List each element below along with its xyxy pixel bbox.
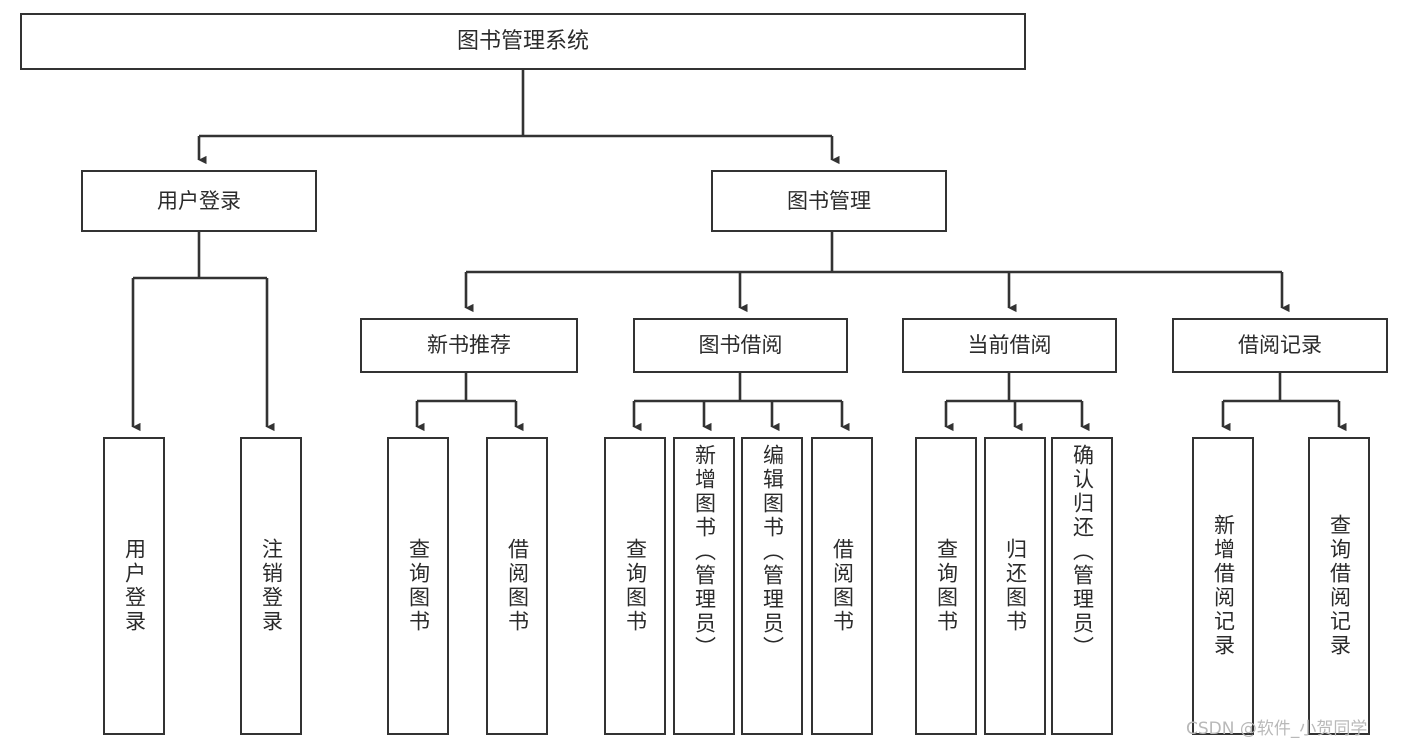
node-leaf-borrow-edit-label: 编辑图书（管理员） [760,444,785,660]
node-user-login[interactable]: 用户登录 [81,170,317,232]
node-leaf-rec-query-label: 查询图书 [406,538,431,634]
node-leaf-cur-confirm-label: 确认归还（管理员） [1070,444,1095,660]
node-leaf-borrow-lend-label: 借阅图书 [830,538,855,634]
node-new-book-rec[interactable]: 新书推荐 [360,318,578,373]
node-leaf-borrow-edit[interactable]: 编辑图书（管理员） [741,437,803,735]
node-current-borrow[interactable]: 当前借阅 [902,318,1117,373]
node-root-label: 图书管理系统 [456,28,589,54]
node-leaf-user-logout-label: 注销登录 [259,538,284,634]
node-book-manage[interactable]: 图书管理 [711,170,947,232]
node-book-borrow-label: 图书借阅 [698,333,783,358]
node-borrow-record-label: 借阅记录 [1238,333,1322,358]
node-leaf-cur-return[interactable]: 归还图书 [984,437,1046,735]
node-borrow-record[interactable]: 借阅记录 [1172,318,1388,373]
node-leaf-borrow-query-label: 查询图书 [623,538,648,634]
node-book-borrow[interactable]: 图书借阅 [633,318,848,373]
node-leaf-rec-add[interactable]: 新增借阅记录 [1192,437,1254,735]
node-leaf-user-login[interactable]: 用户登录 [103,437,165,735]
node-leaf-cur-query[interactable]: 查询图书 [915,437,977,735]
node-leaf-user-logout[interactable]: 注销登录 [240,437,302,735]
node-current-borrow-label: 当前借阅 [967,333,1052,358]
node-leaf-borrow-lend[interactable]: 借阅图书 [811,437,873,735]
node-leaf-borrow-add[interactable]: 新增图书（管理员） [673,437,735,735]
node-leaf-borrow-add-label: 新增图书（管理员） [692,444,717,660]
node-leaf-cur-query-label: 查询图书 [934,538,959,634]
node-book-manage-label: 图书管理 [787,188,871,213]
node-leaf-rec-add-label: 新增借阅记录 [1211,514,1236,658]
node-leaf-borrow-query[interactable]: 查询图书 [604,437,666,735]
node-leaf-user-login-label: 用户登录 [122,538,147,634]
node-leaf-cur-return-label: 归还图书 [1003,538,1028,634]
node-leaf-cur-confirm[interactable]: 确认归还（管理员） [1051,437,1113,735]
node-root[interactable]: 图书管理系统 [20,13,1026,70]
node-leaf-rec-query[interactable]: 查询图书 [387,437,449,735]
node-new-book-rec-label: 新书推荐 [427,333,511,358]
node-leaf-rec-search-label: 查询借阅记录 [1327,514,1352,658]
node-user-login-label: 用户登录 [157,188,241,213]
node-leaf-rec-search[interactable]: 查询借阅记录 [1308,437,1370,735]
node-leaf-rec-borrow[interactable]: 借阅图书 [486,437,548,735]
node-leaf-rec-borrow-label: 借阅图书 [505,538,530,634]
